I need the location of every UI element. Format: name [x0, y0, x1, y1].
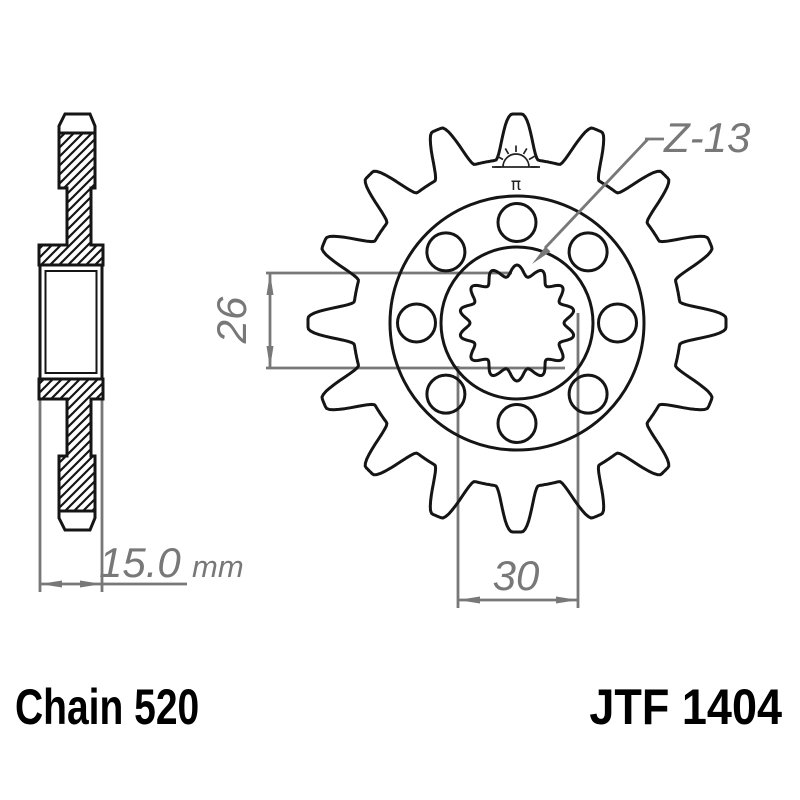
- arrow-left-icon: [40, 580, 62, 588]
- lightening-hole: [496, 202, 538, 243]
- arrow-up-icon: [266, 273, 274, 295]
- extension-lines: [456, 313, 580, 608]
- teeth-count-label: Z-13: [663, 114, 750, 161]
- arrow-right-icon: [556, 596, 578, 604]
- lightening-hole: [597, 302, 638, 344]
- hub-outer-wall: [38, 263, 104, 381]
- extension-lines: [38, 400, 104, 592]
- lightening-hole: [425, 231, 467, 273]
- pi-spec-mark: π: [511, 175, 521, 195]
- sunrise-heat-treatment-icon: π: [492, 145, 540, 195]
- hub-width-unit: mm: [192, 549, 244, 584]
- hub-inner-wall: [44, 270, 98, 374]
- lightening-hole: [396, 302, 437, 344]
- tooth-tip-bottom: [57, 509, 97, 532]
- lightening-hole: [567, 231, 609, 273]
- arrow-down-icon: [266, 346, 274, 368]
- lower-web-section: [37, 377, 105, 513]
- lightening-hole: [567, 373, 609, 415]
- sun-ray: [496, 155, 504, 161]
- hub-circle: [439, 245, 595, 401]
- dimension-hub-width: 15.0 mm: [38, 400, 244, 592]
- sun-ray: [504, 147, 510, 155]
- spline-bore-outline: [458, 263, 576, 383]
- gear-teeth-outline: [306, 112, 728, 534]
- dimension-spline-inner: 26: [208, 271, 565, 370]
- dimension-layer: 15.0 mm 26 30: [38, 271, 580, 608]
- spline-inner-value: 26: [208, 296, 255, 344]
- extension-lines: [266, 271, 565, 370]
- arrow-left-icon: [458, 596, 480, 604]
- sun-ray: [522, 147, 528, 155]
- part-number-label: JTF 1404: [589, 679, 782, 735]
- bolt-ring-circle: [388, 194, 646, 452]
- lightening-hole: [425, 373, 467, 415]
- tooth-tip-top: [57, 112, 97, 135]
- sun-rays-icon: [494, 145, 538, 168]
- upper-web-section: [37, 131, 105, 267]
- lightening-hole: [496, 403, 538, 444]
- chain-size-label: Chain 520: [15, 679, 200, 735]
- sun-ray: [528, 155, 536, 161]
- teeth-count-callout: Z-13: [532, 114, 750, 264]
- front-view: [306, 112, 728, 534]
- side-section-view: [37, 112, 105, 532]
- hub-width-value: 15.0: [99, 539, 181, 586]
- arrow-right-icon: [80, 580, 102, 588]
- dimension-spline-outer: 30: [456, 313, 580, 608]
- spline-outer-value: 30: [493, 552, 540, 599]
- leader-arrowhead-icon: [532, 246, 551, 264]
- leader-line: [543, 138, 650, 249]
- sun-arc: [502, 153, 530, 168]
